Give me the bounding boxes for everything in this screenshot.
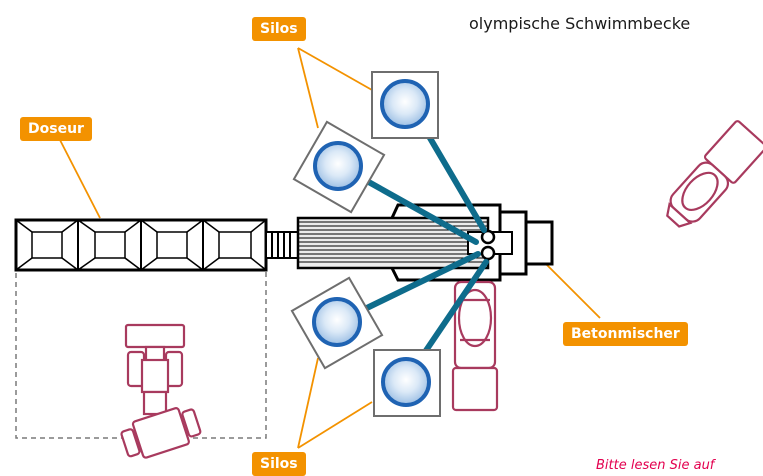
label-doseur: Doseur <box>20 117 92 141</box>
dosing-bin <box>140 219 204 271</box>
label-betonmischer: Betonmischer <box>563 322 688 346</box>
silo <box>371 71 439 139</box>
label-silos-top: Silos <box>252 17 306 41</box>
wheel-loader-icon <box>120 323 202 459</box>
concrete-mixer <box>296 203 554 282</box>
silo <box>292 120 386 214</box>
truck-mixer-parked-icon <box>666 120 763 228</box>
dosing-bin <box>202 219 267 271</box>
dosing-bin <box>15 219 79 271</box>
conveyor-coupler <box>265 231 299 259</box>
truck-mixer-icon <box>451 280 499 412</box>
silo <box>373 349 441 417</box>
footnote-text: Bitte lesen Sie auf <box>596 458 715 473</box>
leader-lines <box>59 47 601 449</box>
silo <box>290 276 384 370</box>
label-silos-bottom: Silos <box>252 452 306 476</box>
dosing-bins <box>14 218 268 272</box>
dosing-bin <box>77 219 142 271</box>
caption-text: olympische Schwimmbecke <box>469 14 691 33</box>
